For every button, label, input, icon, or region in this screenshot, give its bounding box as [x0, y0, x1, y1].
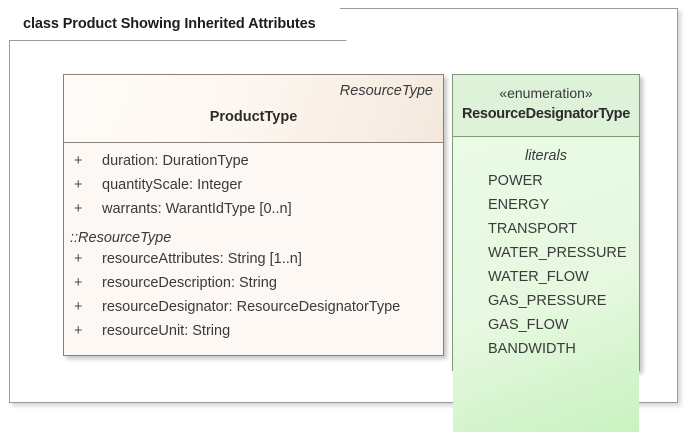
- diagram-title: class Product Showing Inherited Attribut…: [23, 16, 316, 32]
- attribute-label: resourceUnit: String: [102, 323, 231, 339]
- attribute-row[interactable]: + duration: DurationType: [64, 153, 443, 177]
- enumeration-literals-compartment: literals POWER ENERGY TRANSPORT WATER_PR…: [453, 137, 639, 432]
- literal-item[interactable]: ENERGY: [488, 197, 550, 213]
- literal-item[interactable]: GAS_FLOW: [488, 317, 569, 333]
- attribute-row[interactable]: + resourceDescription: String: [64, 275, 443, 299]
- visibility-marker: +: [74, 177, 83, 193]
- visibility-marker: +: [74, 153, 83, 169]
- class-qualifier: ResourceType: [339, 83, 433, 99]
- visibility-marker: +: [74, 323, 83, 339]
- literal-item[interactable]: TRANSPORT: [488, 221, 578, 237]
- diagram-frame-tab[interactable]: class Product Showing Inherited Attribut…: [9, 8, 347, 41]
- literal-item[interactable]: POWER: [488, 173, 543, 189]
- attribute-row[interactable]: + resourceUnit: String: [64, 323, 443, 347]
- enumeration-header: «enumeration» ResourceDesignatorType: [453, 75, 639, 137]
- attribute-row[interactable]: + warrants: WarantIdType [0..n]: [64, 201, 443, 225]
- attribute-row[interactable]: + quantityScale: Integer: [64, 177, 443, 201]
- attribute-label: duration: DurationType: [102, 153, 249, 169]
- class-header: ResourceType ProductType: [64, 75, 443, 143]
- visibility-marker: +: [74, 201, 83, 217]
- attribute-label: resourceDesignator: ResourceDesignatorTy…: [102, 299, 401, 315]
- visibility-marker: +: [74, 299, 83, 315]
- class-attributes-compartment: + duration: DurationType + quantityScale…: [64, 143, 443, 347]
- enumeration-name: ResourceDesignatorType: [462, 106, 630, 122]
- enumeration-box-resourcedesignatortype[interactable]: «enumeration» ResourceDesignatorType lit…: [452, 74, 640, 432]
- class-box-producttype[interactable]: ResourceType ProductType + duration: Dur…: [63, 74, 444, 356]
- attribute-label: resourceDescription: String: [102, 275, 277, 291]
- inherited-group-label: ::ResourceType: [70, 230, 172, 246]
- visibility-marker: +: [74, 275, 83, 291]
- visibility-marker: +: [74, 251, 83, 267]
- attribute-label: resourceAttributes: String [1..n]: [102, 251, 302, 267]
- literals-section-label: literals: [525, 148, 567, 164]
- class-name: ProductType: [209, 109, 298, 125]
- literal-item[interactable]: WATER_PRESSURE: [488, 245, 627, 261]
- attribute-row[interactable]: + resourceAttributes: String [1..n]: [64, 251, 443, 275]
- attribute-label: warrants: WarantIdType [0..n]: [102, 201, 292, 217]
- literal-item[interactable]: GAS_PRESSURE: [488, 293, 607, 309]
- literal-item[interactable]: BANDWIDTH: [488, 341, 576, 357]
- attribute-label: quantityScale: Integer: [102, 177, 243, 193]
- enumeration-stereotype: «enumeration»: [499, 85, 593, 101]
- attribute-row[interactable]: + resourceDesignator: ResourceDesignator…: [64, 299, 443, 323]
- literal-item[interactable]: WATER_FLOW: [488, 269, 589, 285]
